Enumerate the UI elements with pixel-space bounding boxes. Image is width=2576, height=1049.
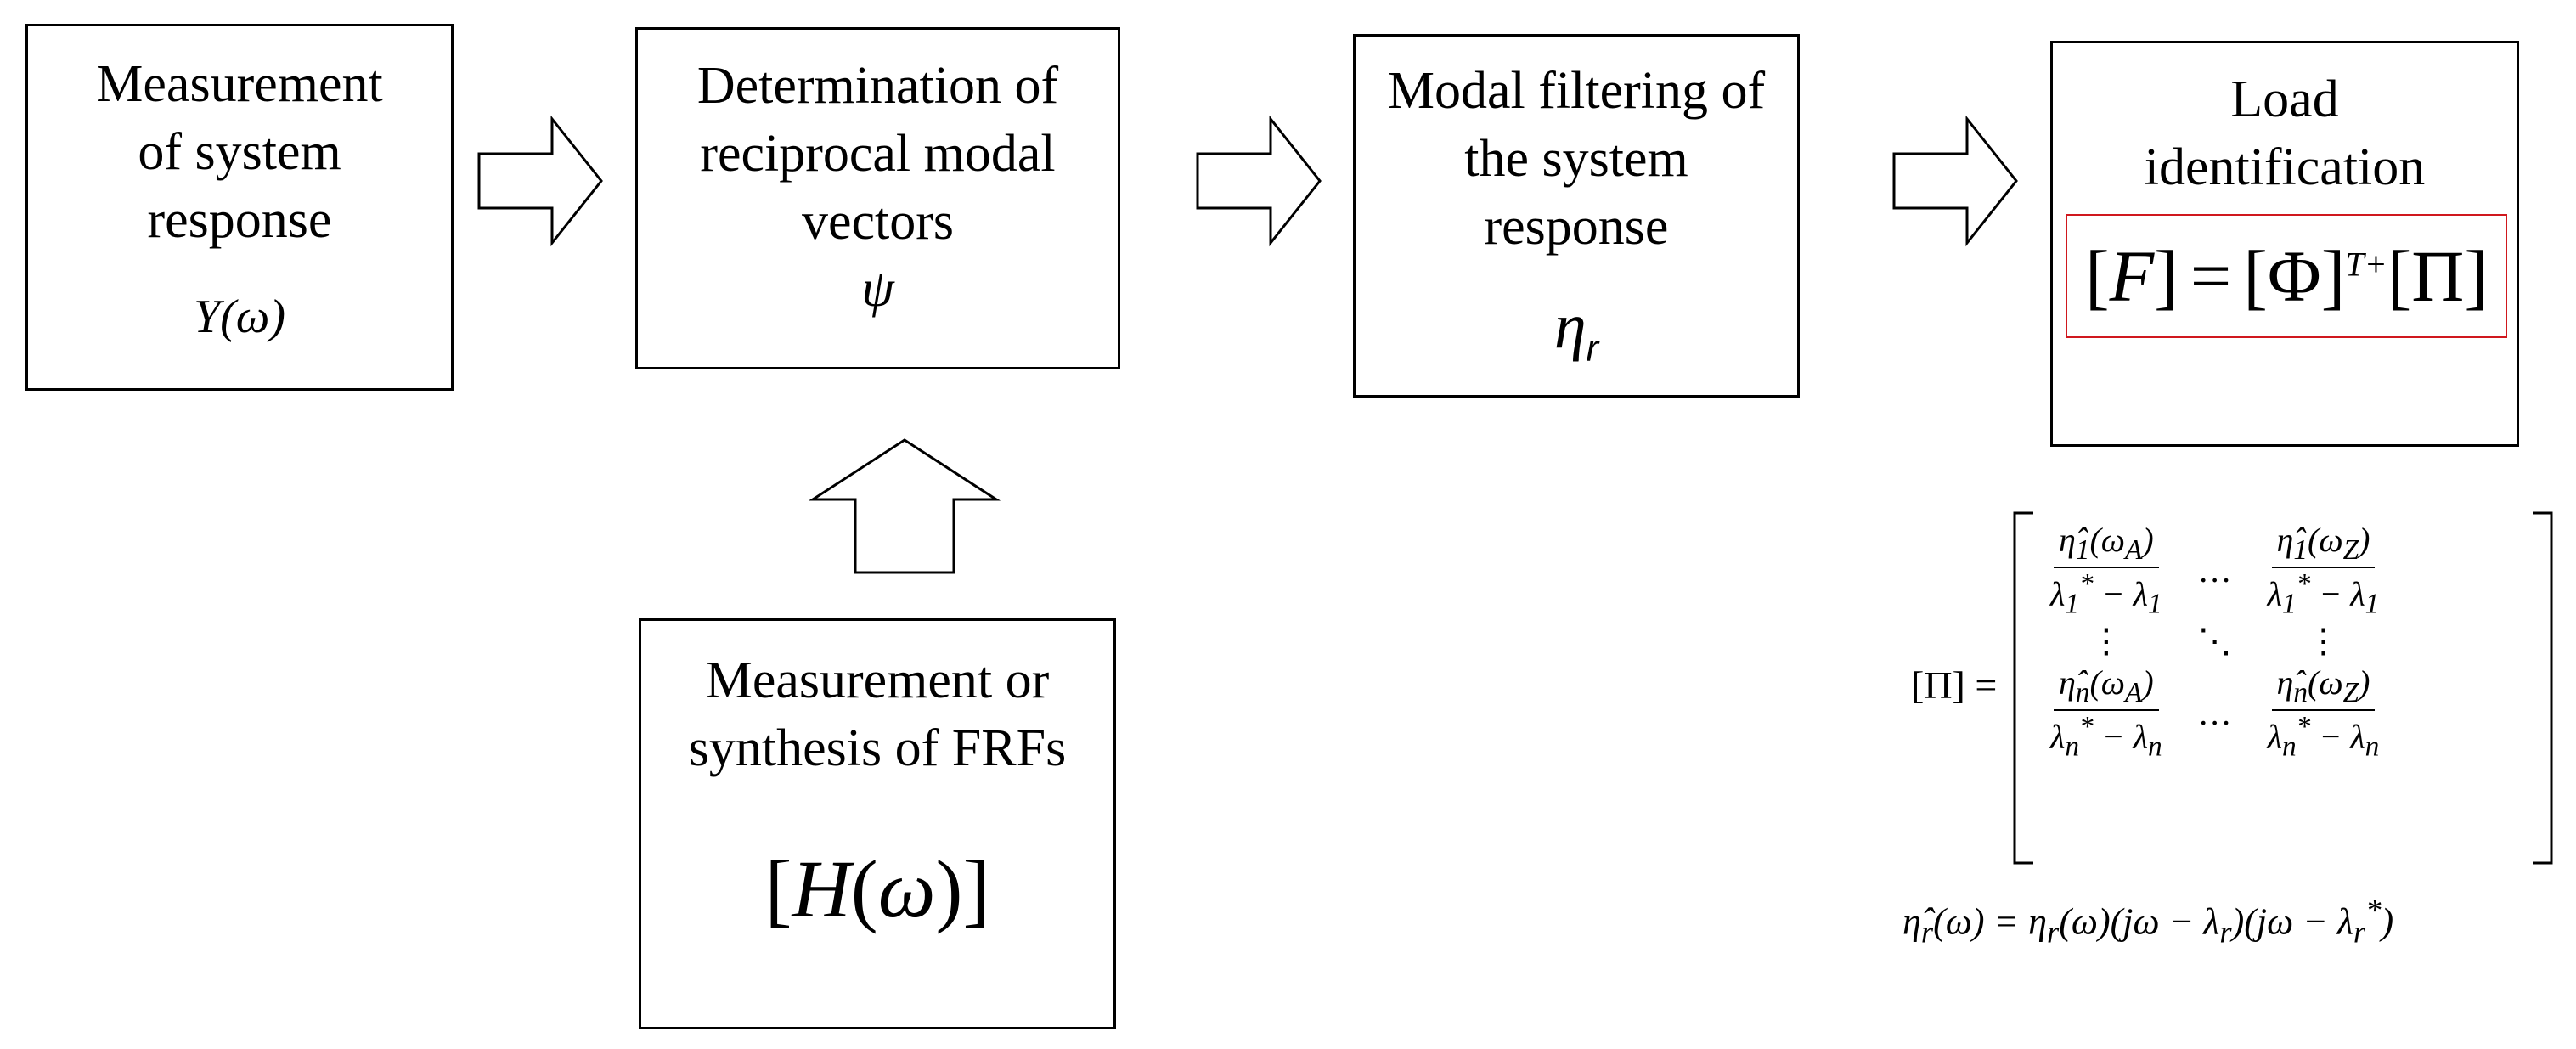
measurement-box: Measurement of system response Y(ω) bbox=[25, 24, 454, 391]
frf-title: Measurement or synthesis of FRFs bbox=[688, 651, 1067, 777]
load-equation: [F] = [Φ]T+ [Π] bbox=[2084, 235, 2489, 317]
arrow-right-1 bbox=[477, 115, 603, 247]
matrix-brackets bbox=[2013, 511, 2553, 865]
arrow-right-3 bbox=[1892, 115, 2018, 247]
pi-definition: [Π] = η̂1(ωA)λ1* − λ1 … η̂1(ωZ)λ1* − λ1 … bbox=[1911, 510, 2556, 866]
matrix-hdots-1: … bbox=[2197, 550, 2232, 589]
measurement-title: Measurement of system response bbox=[96, 55, 383, 249]
matrix-ddots: ⋱ bbox=[2197, 622, 2232, 661]
eta-hat-definition: η̂r(ω) = ηr(ω)(jω − λr)(jω − λr*) bbox=[1902, 893, 2394, 950]
filtering-title: Modal filtering of the system response bbox=[1387, 62, 1766, 256]
matrix-vdots-2: ⋮ bbox=[2306, 622, 2341, 661]
psi-symbol: ψ bbox=[861, 260, 894, 318]
pi-label: [Π] = bbox=[1911, 663, 1998, 707]
pi-matrix: [Π] bbox=[2387, 235, 2489, 317]
matrix-cell-na: η̂n(ωA)λn* − λn bbox=[2050, 663, 2162, 763]
h-omega-matrix: [H(ω)] bbox=[764, 843, 990, 934]
f-matrix: [F] bbox=[2084, 235, 2179, 317]
filtering-box: Modal filtering of the system response η… bbox=[1353, 34, 1800, 398]
matrix-cell-1z: η̂1(ωZ)λ1* − λ1 bbox=[2267, 521, 2380, 620]
reciprocal-title: Determination of reciprocal modal vector… bbox=[696, 57, 1059, 251]
arrow-up bbox=[808, 438, 1001, 574]
measurement-symbol: Y(ω) bbox=[194, 290, 285, 344]
load-equation-highlight bbox=[2066, 214, 2507, 338]
matrix-cell-1a: η̂1(ωA)λ1* − λ1 bbox=[2050, 521, 2162, 620]
reciprocal-box: Determination of reciprocal modal vector… bbox=[635, 27, 1120, 369]
matrix-hdots-2: … bbox=[2197, 693, 2232, 732]
matrix-cell-nz: η̂n(ωZ)λn* − λn bbox=[2267, 663, 2380, 763]
y-omega: Y(ω) bbox=[194, 290, 285, 343]
phi-matrix: [Φ]T+ bbox=[2243, 235, 2387, 317]
arrow-right-2 bbox=[1196, 115, 1322, 247]
load-title: Load identification bbox=[2144, 70, 2426, 196]
frf-box: Measurement or synthesis of FRFs [H(ω)] bbox=[639, 618, 1116, 1029]
load-box: Load identification bbox=[2050, 41, 2519, 447]
matrix-vdots-1: ⋮ bbox=[2088, 622, 2123, 661]
pi-matrix-table: η̂1(ωA)λ1* − λ1 … η̂1(ωZ)λ1* − λ1 ⋮ ⋱ ⋮ … bbox=[2030, 520, 2399, 764]
eta-r-symbol: ηr bbox=[1553, 290, 1599, 370]
